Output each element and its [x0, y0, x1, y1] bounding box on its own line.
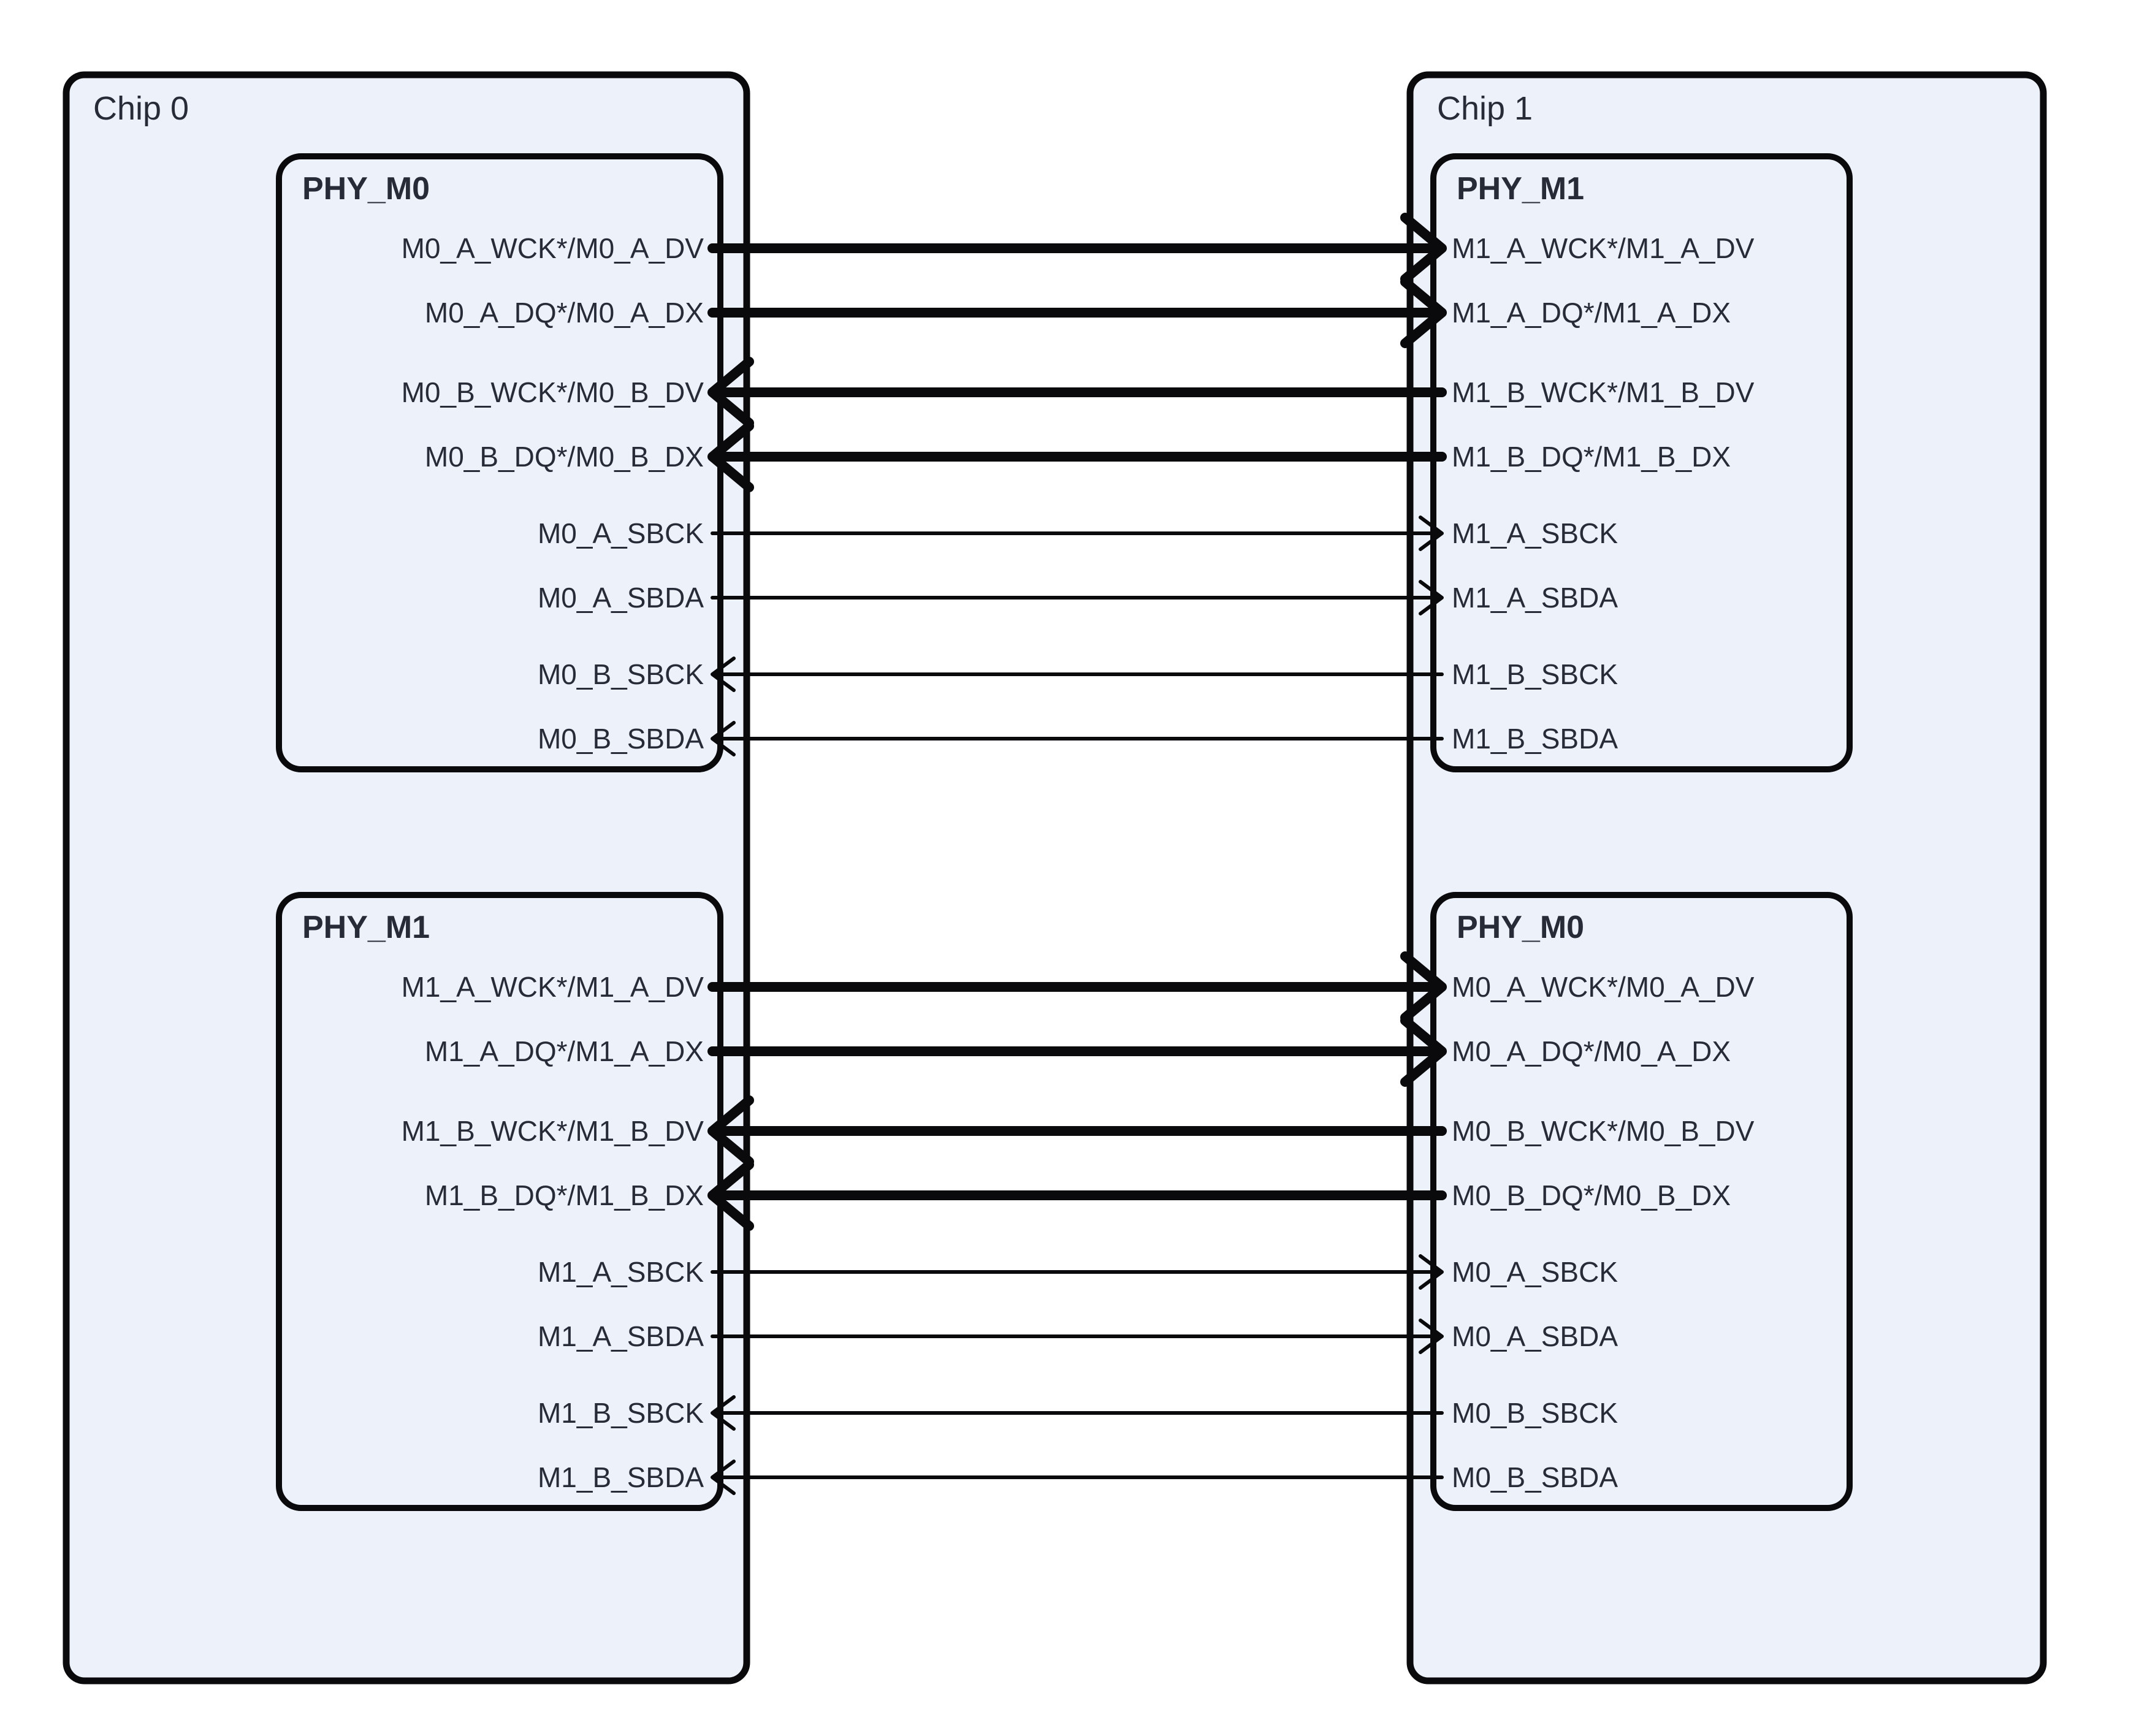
arrowhead-left-icon	[707, 1160, 754, 1231]
port-label: M0_B_SBCK	[1452, 1397, 1618, 1429]
connection-dq-b-top	[707, 421, 1447, 492]
connection-sbck-b-bottom	[711, 1395, 1444, 1431]
port-label: M1_A_WCK*/M1_A_DV	[402, 971, 704, 1003]
arrowhead-left-icon	[711, 657, 736, 692]
port-label: M1_A_SBDA	[1452, 582, 1618, 614]
port-label: M0_B_DQ*/M0_B_DX	[1452, 1179, 1731, 1211]
arrowhead-left-icon	[711, 721, 736, 756]
port-label: M0_B_SBCK	[538, 658, 704, 690]
port-label: M0_B_WCK*/M0_B_DV	[402, 376, 704, 408]
connection-dq-a-top	[707, 277, 1447, 348]
port-label: M1_A_DQ*/M1_A_DX	[425, 1035, 704, 1067]
port-label: M0_A_SBDA	[538, 582, 704, 614]
port-label: M1_B_SBCK	[1452, 658, 1618, 690]
port-label: M1_B_SBDA	[538, 1461, 704, 1493]
connection-wck-a-top	[707, 213, 1447, 284]
connection-sbda-b-bottom	[711, 1460, 1444, 1495]
connection-dq-b-bottom	[707, 1160, 1447, 1231]
port-label: M1_A_WCK*/M1_A_DV	[1452, 232, 1755, 264]
port-label: M0_A_SBDA	[1452, 1320, 1618, 1352]
connection-dq-a-bottom	[707, 1016, 1447, 1087]
port-label: M0_B_SBDA	[1452, 1461, 1618, 1493]
connection-sbda-b-top	[711, 721, 1444, 756]
connection-sbck-a-bottom	[711, 1254, 1444, 1290]
port-label: M0_A_WCK*/M0_A_DV	[1452, 971, 1755, 1003]
arrowhead-right-icon	[1400, 951, 1447, 1022]
arrowhead-left-icon	[707, 357, 754, 428]
connection-sbck-b-top	[711, 657, 1444, 692]
port-label: M1_A_SBDA	[538, 1320, 704, 1352]
connection-sbda-a-top	[711, 580, 1444, 615]
port-label: M0_A_SBCK	[538, 517, 704, 549]
arrowhead-left-icon	[711, 1460, 736, 1495]
arrowhead-right-icon	[1400, 1016, 1447, 1087]
connection-sbck-a-top	[711, 516, 1444, 551]
chip1-phy-m0-title: PHY_M0	[1457, 910, 1584, 945]
arrowhead-right-icon	[1400, 213, 1447, 284]
arrowhead-right-icon	[1419, 1319, 1444, 1354]
port-label: M0_A_SBCK	[1452, 1256, 1618, 1288]
chip1-phy-m1-box	[1430, 153, 1853, 772]
chip0-label: Chip 0	[93, 90, 189, 127]
chip0-phy-m1-title: PHY_M1	[302, 910, 430, 945]
chip0-phy-m0-title: PHY_M0	[302, 171, 430, 207]
port-label: M0_B_DQ*/M0_B_DX	[425, 441, 704, 473]
connection-sbda-a-bottom	[711, 1319, 1444, 1354]
port-label: M0_A_WCK*/M0_A_DV	[402, 232, 704, 264]
port-label: M1_B_DQ*/M1_B_DX	[1452, 441, 1731, 473]
connection-wck-b-bottom	[707, 1095, 1447, 1167]
arrowhead-left-icon	[711, 1395, 736, 1431]
port-label: M1_B_DQ*/M1_B_DX	[425, 1179, 704, 1211]
port-label: M1_A_DQ*/M1_A_DX	[1452, 297, 1731, 329]
port-label: M0_A_DQ*/M0_A_DX	[1452, 1035, 1731, 1067]
port-label: M1_B_WCK*/M1_B_DV	[1452, 376, 1755, 408]
arrowhead-right-icon	[1400, 277, 1447, 348]
arrowhead-right-icon	[1419, 516, 1444, 551]
chip1-label: Chip 1	[1437, 90, 1533, 127]
arrowhead-left-icon	[707, 1095, 754, 1167]
connection-wck-a-bottom	[707, 951, 1447, 1022]
port-label: M0_B_WCK*/M0_B_DV	[1452, 1115, 1755, 1147]
chip1-phy-m1-title: PHY_M1	[1457, 171, 1584, 207]
connection-wck-b-top	[707, 357, 1447, 428]
port-label: M0_A_DQ*/M0_A_DX	[425, 297, 704, 329]
chip1-phy-m0-box	[1430, 892, 1853, 1511]
port-label: M1_A_SBCK	[1452, 517, 1618, 549]
port-label: M0_B_SBDA	[538, 723, 704, 755]
port-label: M1_B_SBCK	[538, 1397, 704, 1429]
arrowhead-left-icon	[707, 421, 754, 492]
port-label: M1_B_SBDA	[1452, 723, 1618, 755]
port-label: M1_B_WCK*/M1_B_DV	[402, 1115, 704, 1147]
arrowhead-right-icon	[1419, 580, 1444, 615]
arrowhead-right-icon	[1419, 1254, 1444, 1290]
port-label: M1_A_SBCK	[538, 1256, 704, 1288]
